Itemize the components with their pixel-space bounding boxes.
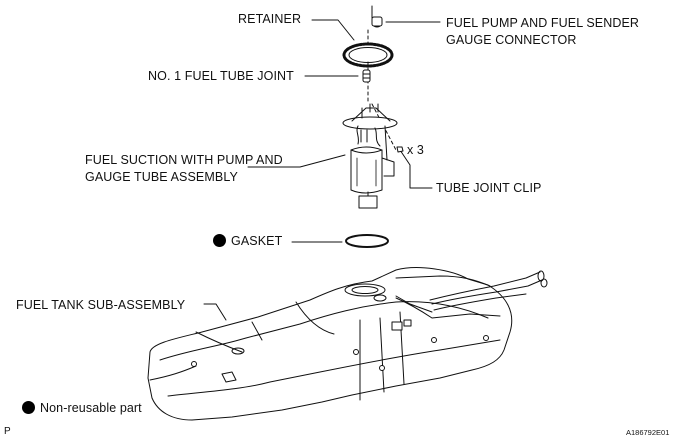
pump-assembly-part [342, 103, 398, 209]
non-reusable-marker-icon [213, 234, 226, 247]
leader-tank [203, 303, 227, 321]
gasket-label: GASKET [231, 234, 283, 248]
clip-part [396, 146, 404, 153]
tank-outline [147, 267, 513, 421]
gasket-callout: GASKET [213, 234, 282, 249]
tube-joint-part [362, 69, 371, 83]
retainer-label: RETAINER [238, 12, 302, 26]
tube-joint-label: NO. 1 FUEL TUBE JOINT [148, 69, 294, 83]
connector-part [371, 5, 383, 28]
leader-clip [399, 149, 433, 189]
connector-label-line1: FUEL PUMP AND FUEL SENDER [446, 16, 640, 30]
clip-quantity-label: x 3 [407, 143, 424, 157]
footer-left-code: P [4, 426, 11, 437]
legend-non-reusable-text: Non-reusable part [40, 401, 142, 415]
legend-filled-circle-icon [22, 401, 35, 414]
leader-lines [203, 19, 441, 321]
fuel-tank-part [147, 267, 548, 421]
leader-retainer [311, 19, 355, 41]
connector-label-line2: GAUGE CONNECTOR [446, 33, 577, 47]
leader-suction [247, 154, 346, 168]
clip-label: TUBE JOINT CLIP [436, 181, 542, 195]
suction-label-line1: FUEL SUCTION WITH PUMP AND [85, 153, 283, 167]
legend-non-reusable: Non-reusable part [22, 401, 142, 416]
figure-id: A186792E01 [626, 428, 670, 437]
tank-label: FUEL TANK SUB-ASSEMBLY [16, 298, 186, 312]
suction-label-line2: GAUGE TUBE ASSEMBLY [85, 170, 238, 184]
retainer-part [342, 42, 394, 68]
gasket-part [345, 234, 389, 248]
